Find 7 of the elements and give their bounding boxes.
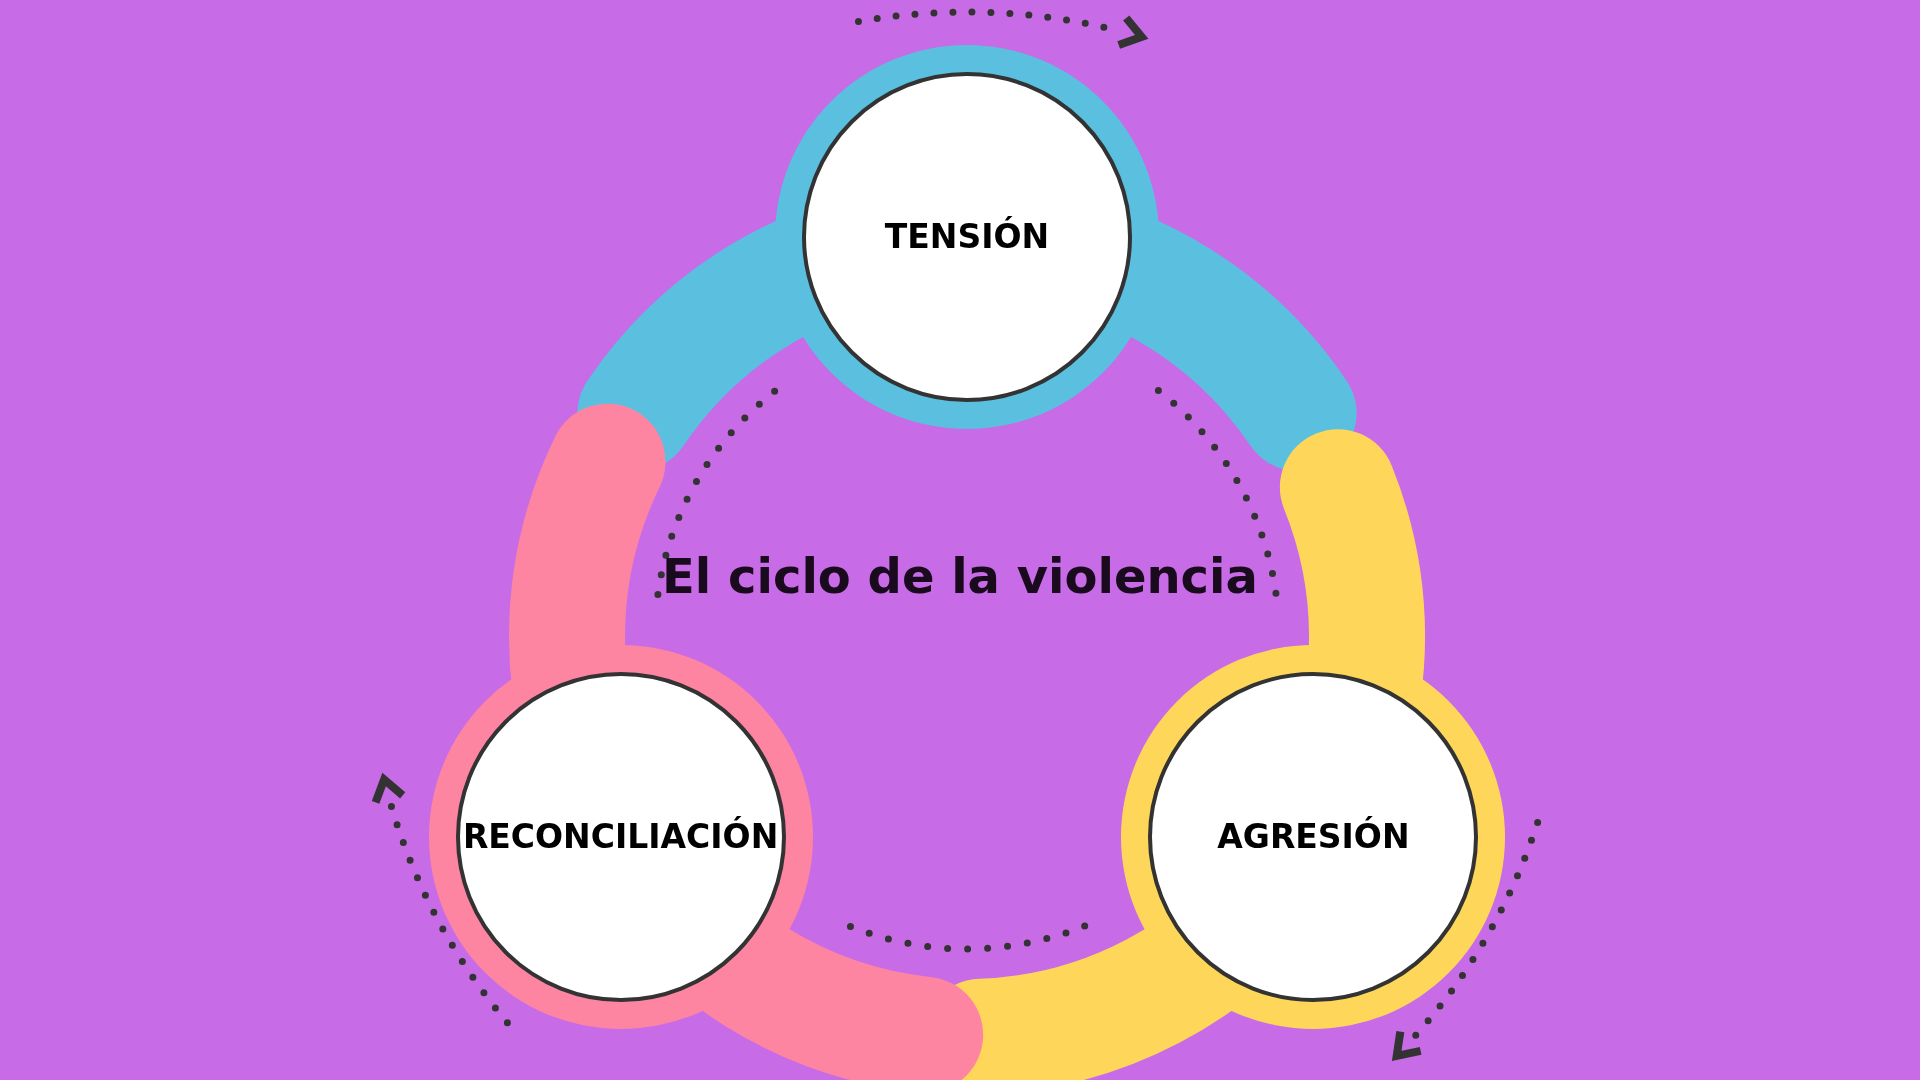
dotted-connector xyxy=(1154,387,1280,598)
dotted-connector xyxy=(654,387,780,598)
stage-label: AGRESIÓN xyxy=(1217,816,1410,858)
stage-label: TENSIÓN xyxy=(884,216,1050,258)
diagram-title: El ciclo de la violencia xyxy=(661,547,1259,606)
dotted-connector xyxy=(845,922,1089,953)
stage-label: RECONCILIACIÓN xyxy=(462,816,779,858)
